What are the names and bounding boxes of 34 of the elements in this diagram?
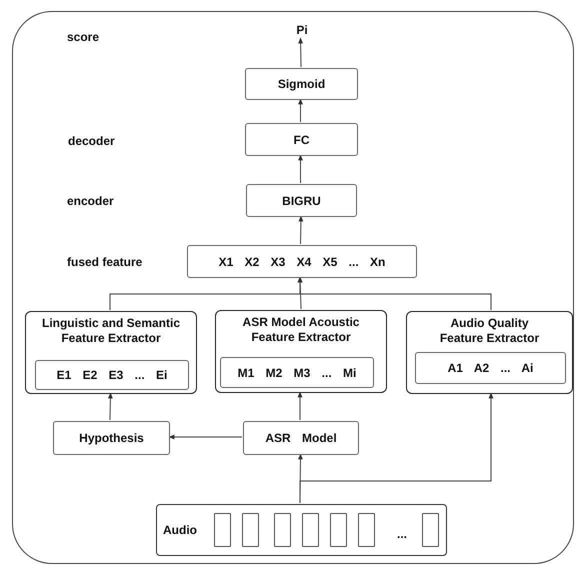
arrow	[298, 154, 303, 184]
feature-vector-box: A1 A2 ... Ai	[415, 352, 566, 384]
process-box: Sigmoid	[245, 68, 358, 100]
feature-vector-box: E1 E2 E3 ... Ei	[35, 360, 189, 390]
extractor-title: Linguistic and Semantic Feature Extractor	[40, 316, 182, 346]
extractor-title: Audio Quality Feature Extractor	[438, 316, 540, 346]
layer-label: decoder	[68, 133, 115, 150]
feature-vector-box: X1 X2 X3 X4 X5 ... Xn	[187, 245, 417, 278]
extractor-box	[25, 311, 197, 394]
arrow	[298, 37, 303, 68]
process-box: Hypothesis	[53, 421, 170, 455]
feature-vector-box: M1 M2 M3 ... Mi	[220, 357, 374, 388]
layer-label: encoder	[67, 193, 114, 210]
extractor-box	[215, 310, 387, 393]
layer-label: fused feature	[67, 254, 142, 271]
process-box: BIGRU	[246, 184, 357, 217]
layer-label: score	[67, 29, 100, 46]
process-box: ASR Model	[243, 421, 359, 455]
extractor-box	[406, 311, 573, 394]
arrow	[300, 392, 494, 504]
ellipsis-text: ...	[397, 526, 408, 543]
process-box: FC	[245, 123, 358, 156]
arrow	[168, 434, 242, 440]
arrow	[108, 392, 113, 420]
audio-label: Audio	[163, 522, 197, 539]
arrow	[298, 276, 303, 310]
output-label: Pi	[289, 21, 315, 39]
outer-frame	[12, 11, 574, 564]
arrow	[298, 391, 302, 420]
arrow	[298, 215, 304, 244]
extractor-title: ASR Model Acoustic Feature Extractor	[242, 315, 360, 345]
audio-input-box	[156, 504, 447, 556]
arrow	[298, 276, 492, 310]
arrow	[298, 98, 303, 122]
